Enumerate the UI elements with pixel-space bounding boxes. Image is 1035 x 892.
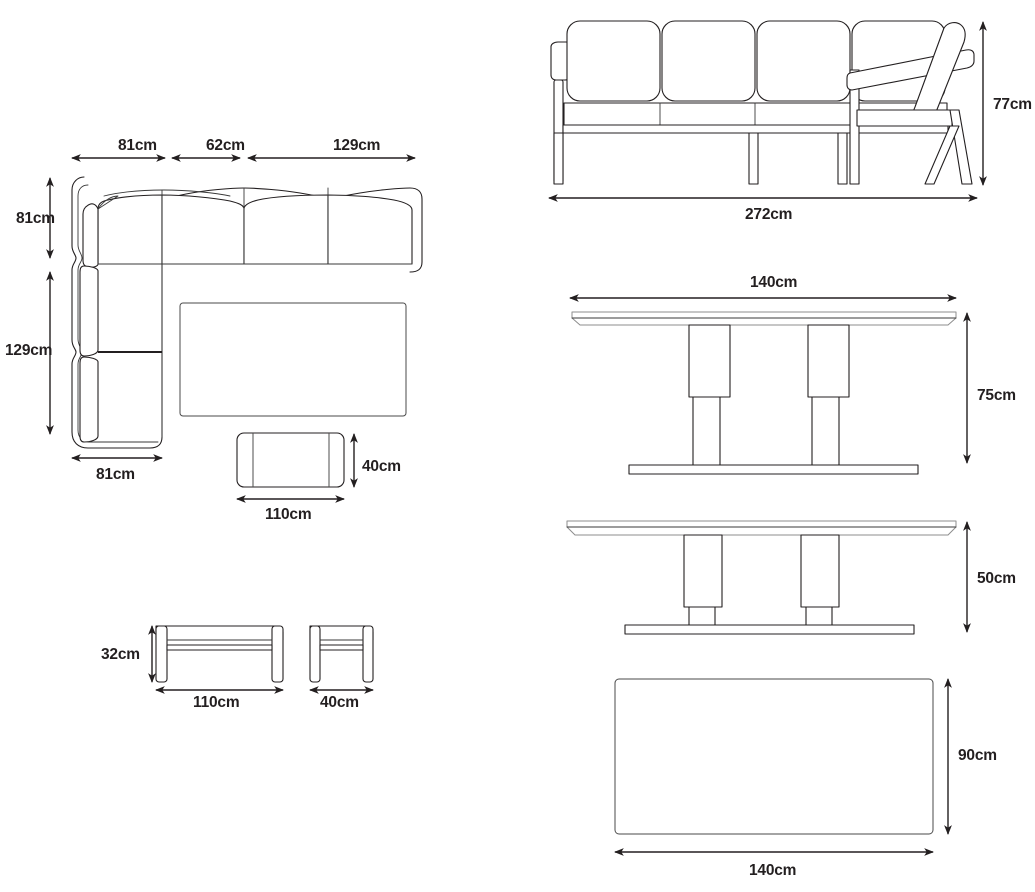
label-stool-elev-40: 40cm	[320, 694, 359, 711]
label-sofa-elev-77: 77cm	[993, 96, 1032, 113]
sofa-elev-leg-4	[849, 69, 860, 185]
low-table-top	[566, 520, 957, 536]
label-sofa-plan-bottom-81: 81cm	[96, 466, 135, 483]
sofa-elev-leg-2	[748, 132, 759, 185]
stool-elev-stretcher	[319, 644, 364, 651]
sofa-plan-back-cushion-top	[103, 189, 231, 197]
dining-table-column-left	[692, 396, 721, 466]
sofa-elevation-view	[550, 20, 975, 185]
label-table-plan-90: 90cm	[958, 747, 997, 764]
sofa-plan-inner-frame	[77, 184, 153, 443]
label-bench-elev-32: 32cm	[101, 646, 140, 663]
label-sofa-plan-left-129: 129cm	[5, 342, 52, 359]
sofa-plan-seat-cushion-2	[161, 194, 245, 265]
sofa-elev-leg-3	[837, 132, 848, 185]
low-table-elevation-view	[566, 520, 957, 635]
dimension-labels: 81cm 62cm 129cm 81cm 129cm 81cm 40cm 110…	[5, 96, 1032, 879]
sofa-elev-back-cushion-2	[661, 20, 756, 102]
label-dining-table-140: 140cm	[750, 274, 797, 291]
low-table-pedestal-right	[800, 534, 840, 608]
label-sofa-plan-top-129: 129cm	[333, 137, 380, 154]
bench-plan-view	[236, 432, 345, 488]
coffee-table-plan-view	[179, 302, 407, 417]
table-top-plan-rect	[614, 678, 934, 835]
label-bench-plan-40: 40cm	[362, 458, 401, 475]
low-table-column-right	[805, 606, 833, 626]
label-sofa-plan-top-81: 81cm	[118, 137, 157, 154]
sofa-elev-back-cushion-1	[566, 20, 661, 102]
sofa-plan-seat-cushion-3	[243, 194, 329, 265]
stool-elev-leg-right	[362, 625, 374, 683]
label-sofa-elev-272: 272cm	[745, 206, 792, 223]
sofa-elev-right-front-leg	[949, 109, 973, 185]
bench-plan-outline	[236, 432, 345, 488]
bench-elevation-view	[155, 625, 284, 683]
sofa-elev-leg-1	[553, 132, 564, 185]
bench-elevation-dimensions	[148, 625, 284, 694]
sofa-elev-back-cushion-3	[756, 20, 851, 102]
label-bench-elev-110: 110cm	[193, 694, 239, 711]
label-sofa-plan-top-62: 62cm	[206, 137, 245, 154]
stool-elevation-view	[309, 625, 374, 683]
bench-elev-leg-left	[155, 625, 168, 683]
bench-plan-dimensions	[236, 433, 358, 503]
label-dining-table-75: 75cm	[977, 387, 1016, 404]
sofa-plan-seat-cushion-4	[327, 194, 413, 265]
bench-elev-stretcher	[166, 644, 273, 651]
sofa-plan-dimensions	[46, 154, 416, 462]
low-table-base-plate	[624, 624, 915, 635]
sofa-elevation-dimensions	[548, 21, 987, 202]
sofa-plan-seat-cushion-1	[97, 194, 163, 265]
label-table-plan-140: 140cm	[749, 862, 796, 879]
sofa-plan-view	[71, 176, 423, 449]
label-sofa-plan-left-81: 81cm	[16, 210, 55, 227]
dining-table-pedestal-left-upper	[688, 324, 731, 398]
dining-table-dimensions	[569, 294, 971, 464]
sofa-elev-right-back-leg	[924, 125, 960, 185]
label-low-table-50: 50cm	[977, 570, 1016, 587]
sofa-plan-left-cushion-lower	[79, 356, 99, 443]
sofa-plan-left-cushion-mid	[79, 265, 99, 357]
table-top-plan-view	[614, 678, 934, 835]
dining-table-base-plate	[628, 464, 919, 475]
stool-elev-leg-left	[309, 625, 321, 683]
table-top-plan-dimensions	[614, 678, 952, 856]
sofa-elev-right-seat-band	[856, 109, 953, 127]
coffee-table-plan-rect	[179, 302, 407, 417]
low-table-column-left	[688, 606, 716, 626]
label-bench-plan-110: 110cm	[265, 506, 311, 523]
dining-table-top	[571, 311, 957, 326]
sofa-plan-corner-diagonal	[97, 195, 119, 210]
low-table-pedestal-left	[683, 534, 723, 608]
dining-table-pedestal-right-upper	[807, 324, 850, 398]
sofa-plan-left-cushion-upper	[82, 203, 99, 268]
dining-table-column-right	[811, 396, 840, 466]
dining-table-elevation-view	[571, 311, 957, 475]
bench-elev-leg-right	[271, 625, 284, 683]
bench-elev-seat	[155, 625, 284, 641]
